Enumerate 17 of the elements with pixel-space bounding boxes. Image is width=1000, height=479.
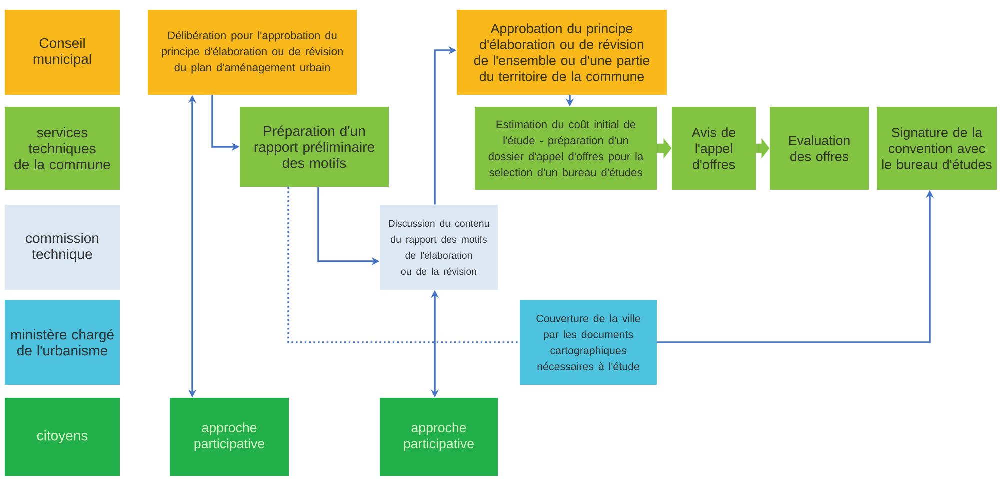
process-box: Estimation du coût initial de l'étude - préparation d'un dossier d'appel d'offres pour la selection d'un bureau d'études xyxy=(475,107,657,190)
role-box: commission technique xyxy=(5,205,120,290)
role-box: Conseil municipal xyxy=(5,10,120,95)
process-box: Couverture de la ville par les documents cartographiques nécessaires à l'étude xyxy=(520,300,657,385)
process-box: Avis de l'appel d'offres xyxy=(672,107,756,190)
role-box: citoyens xyxy=(5,398,120,476)
role-box: ministère chargé de l'urbanisme xyxy=(5,300,120,385)
process-box: Discussion du contenu du rapport des motifs de l'élaboration ou de la révision xyxy=(380,205,498,290)
process-box: approche participative xyxy=(380,398,498,476)
process-box: approche participative xyxy=(170,398,289,476)
process-box: Evaluation des offres xyxy=(770,107,869,190)
process-box: Signature de la convention avec le bureau d'études xyxy=(877,107,997,190)
dotted-line xyxy=(288,187,520,344)
process-box: Délibération pour l'approbation du principe d'élaboration ou de révision du plan d'aménagement urbain xyxy=(148,10,357,95)
process-box: Préparation d'un rapport préliminaire des motifs xyxy=(240,107,389,187)
process-box: Approbation du principe d'élaboration ou de révision de l'ensemble ou d'une partie du territoire de la commune xyxy=(457,10,667,95)
role-box: services techniques de la commune xyxy=(5,107,120,190)
